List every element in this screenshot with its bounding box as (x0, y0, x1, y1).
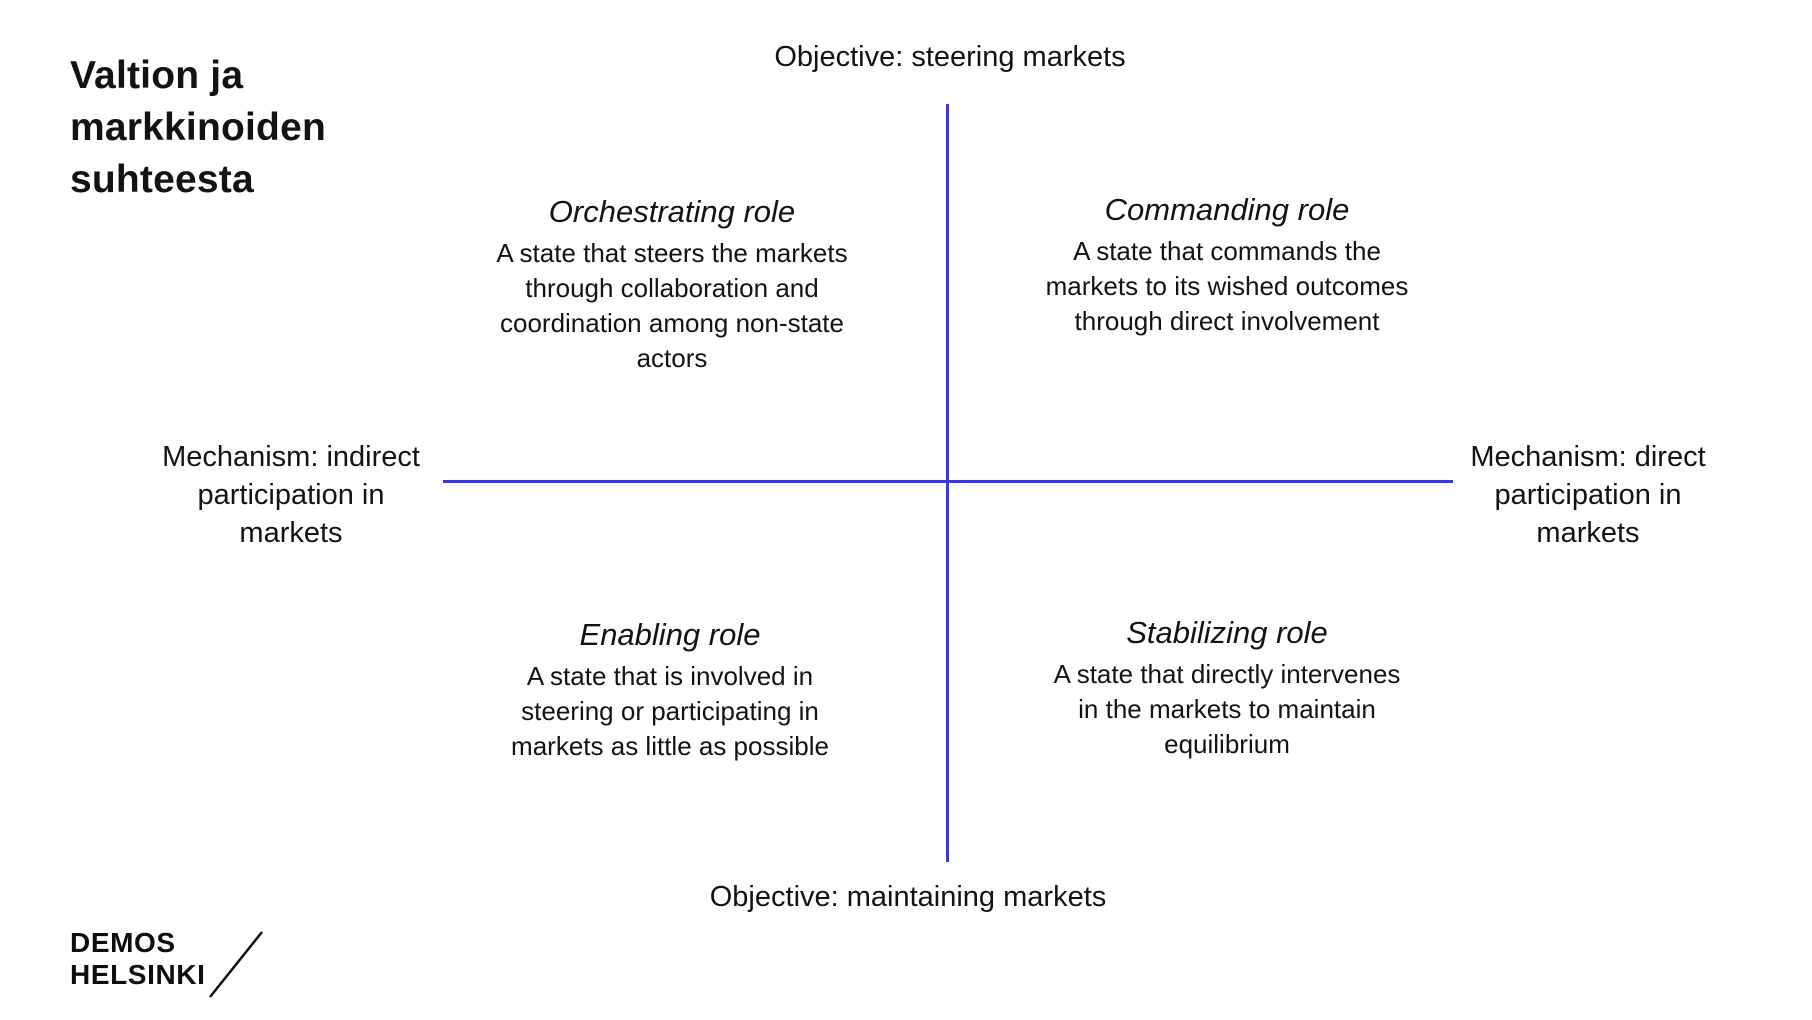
quadrant-stabilizing: Stabilizing role A state that directly i… (992, 613, 1462, 762)
demos-helsinki-logo: DEMOS HELSINKI (70, 927, 205, 991)
logo-text-helsinki: HELSINKI (70, 959, 206, 990)
quadrant-description-enabling: A state that is involved in steering or … (511, 661, 829, 761)
axis-label-bottom: Objective: maintaining markets (709, 881, 1107, 913)
quadrant-description-stabilizing: A state that directly intervenes in the … (1053, 659, 1401, 759)
axis-label-right: Mechanism: direct participation in marke… (1470, 441, 1706, 549)
logo-slash-icon (209, 931, 263, 998)
horizontal-axis-line (443, 480, 1453, 483)
quadrant-heading-orchestrating: Orchestrating role (548, 194, 796, 229)
logo-text-demos: DEMOS (70, 927, 176, 958)
axis-label-top: Objective: steering markets (774, 41, 1126, 73)
page-title: Valtion ja markkinoiden suhteesta (70, 54, 326, 201)
quadrant-commanding: Commanding role A state that commands th… (992, 190, 1462, 339)
quadrant-enabling: Enabling role A state that is involved i… (435, 615, 905, 764)
quadrant-description-commanding: A state that commands the markets to its… (1045, 236, 1409, 336)
quadrant-orchestrating: Orchestrating role A state that steers t… (437, 192, 907, 376)
axis-label-left: Mechanism: indirect participation in mar… (162, 441, 420, 549)
quadrant-heading-enabling: Enabling role (579, 617, 761, 652)
vertical-axis-line (946, 104, 949, 862)
quadrant-heading-commanding: Commanding role (1104, 192, 1350, 227)
quadrant-description-orchestrating: A state that steers the markets through … (496, 238, 848, 373)
quadrant-heading-stabilizing: Stabilizing role (1126, 615, 1328, 650)
